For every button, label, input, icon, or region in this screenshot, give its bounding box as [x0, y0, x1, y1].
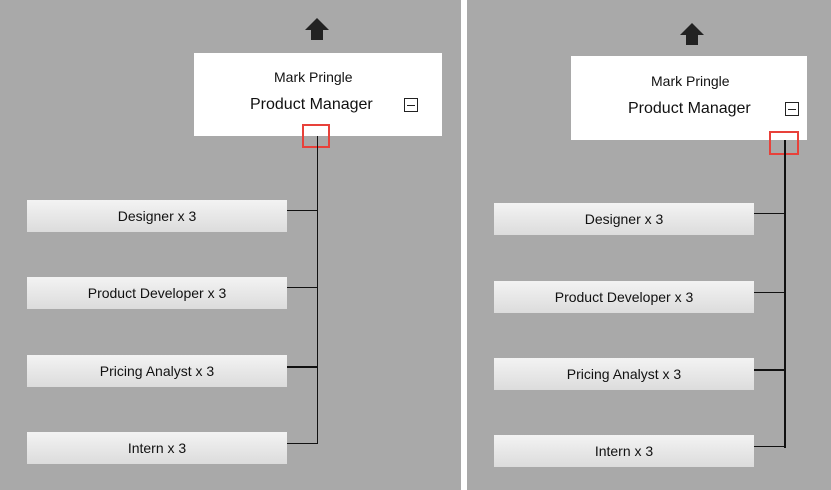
manager-name: Mark Pringle [274, 69, 353, 85]
org-chart-panel-left: Mark Pringle Product Manager Designer x … [0, 0, 461, 490]
connector-branch [287, 366, 318, 368]
role-box[interactable]: Intern x 3 [27, 432, 287, 464]
connector-branch [754, 292, 785, 293]
role-box[interactable]: Product Developer x 3 [27, 277, 287, 309]
connector-branch [287, 210, 318, 211]
connector-branch [754, 213, 785, 214]
connector-trunk [784, 140, 786, 448]
org-chart-panel-right: Mark Pringle Product Manager Designer x … [467, 0, 831, 490]
connector-branch [287, 287, 318, 288]
connector-highlight-marker [302, 124, 330, 148]
manager-card[interactable]: Mark Pringle Product Manager [571, 56, 807, 140]
role-box[interactable]: Designer x 3 [27, 200, 287, 232]
manager-name: Mark Pringle [651, 73, 730, 89]
manager-card[interactable]: Mark Pringle Product Manager [194, 53, 442, 136]
manager-title: Product Manager [628, 100, 751, 117]
manager-title: Product Manager [250, 96, 373, 113]
role-box[interactable]: Designer x 3 [494, 203, 754, 235]
connector-trunk [317, 136, 318, 444]
role-box[interactable]: Product Developer x 3 [494, 281, 754, 313]
role-box[interactable]: Pricing Analyst x 3 [27, 355, 287, 387]
collapse-icon[interactable] [404, 98, 418, 112]
connector-branch [287, 443, 318, 444]
home-up-icon[interactable] [679, 22, 705, 46]
role-box[interactable]: Intern x 3 [494, 435, 754, 467]
home-up-icon[interactable] [304, 17, 330, 41]
connector-branch [754, 369, 785, 371]
role-box[interactable]: Pricing Analyst x 3 [494, 358, 754, 390]
connector-branch [754, 446, 785, 447]
collapse-icon[interactable] [785, 102, 799, 116]
